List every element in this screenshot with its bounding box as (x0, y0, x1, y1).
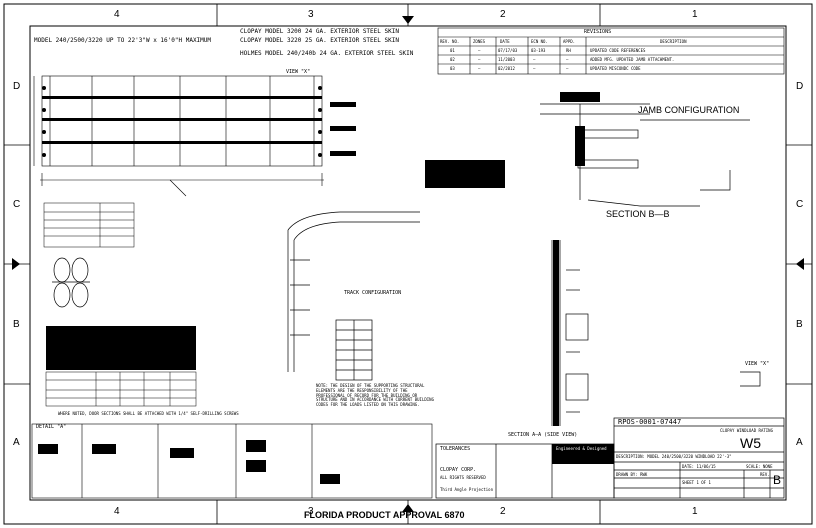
zone-top-1: 1 (692, 9, 698, 20)
drawing-scale: SCALE: NONE (746, 464, 773, 469)
model-holmes-skin: HOLMES MODEL 240/240b 24 GA. EXTERIOR ST… (240, 50, 414, 57)
zone-right-a: A (796, 437, 803, 448)
tolerances-label: TOLERANCES (440, 446, 471, 452)
rev-col-description: DESCRIPTION (660, 39, 687, 44)
company-name: CLOPAY CORP. (440, 467, 477, 473)
view-x-callout: VIEW "X" (286, 69, 311, 75)
rev-row-1-ecn: 03-193 (531, 48, 546, 53)
zone-bottom-3: 3 (308, 506, 314, 517)
rev-row-2-desc: ADDED MFG. UPDATED JAMB ATTACHMENT. (590, 57, 675, 62)
rev-col-appd: APPD. (563, 39, 576, 44)
track-config-label: TRACK CONFIGURATION (344, 290, 402, 296)
engineer-stamp: Engineered & Designed (556, 446, 607, 451)
rev-row-3-appd: — (566, 66, 569, 71)
rights-statement: ALL RIGHTS RESERVED (440, 475, 486, 480)
detail-a-label: DETAIL "A" (36, 424, 67, 430)
view-x-detail-label: VIEW "X" (745, 361, 770, 367)
rev-col-date: DATE (500, 39, 510, 44)
section-bb-label: SECTION B—B (606, 209, 670, 219)
zone-left-b: B (13, 319, 20, 330)
sheet-number: SHEET 1 OF 1 (682, 480, 711, 485)
rev-row-3-zones: — (478, 66, 481, 71)
rev-row-1-appd: RH (566, 48, 571, 53)
rev-col-zones: ZONES (473, 39, 486, 44)
sheet-code: W5 (740, 435, 761, 451)
zone-bottom-2: 2 (500, 506, 506, 517)
model-range-heading: MODEL 240/2500/3220 UP TO 22'3"W x 16'0"… (34, 37, 212, 44)
rev-row-2-no: 02 (450, 57, 455, 62)
rev-row-1-desc: UPDATED CODE REFERENCES (590, 48, 646, 53)
model-3220-skin: CLOPAY MODEL 3220 25 GA. EXTERIOR STEEL … (240, 37, 399, 44)
drawing-date: DATE: 11/06/15 (682, 464, 716, 469)
zone-right-c: C (796, 199, 804, 210)
jamb-config-label: JAMB CONFIGURATION (638, 105, 740, 115)
rev-row-3-no: 03 (450, 66, 455, 71)
zone-bottom-1: 1 (692, 506, 698, 517)
third-angle-label: Third Angle Projection (440, 487, 493, 492)
rev-row-2-ecn: — (533, 57, 536, 62)
rev-col-ecn: ECN NO. (531, 39, 548, 44)
rev-row-3-date: 02/2012 (498, 66, 515, 71)
rev-label: REV. (760, 472, 770, 477)
zone-right-b: B (796, 319, 803, 330)
zone-top-3: 3 (308, 9, 314, 20)
rev-row-1-date: 07/17/03 (498, 48, 518, 53)
zone-left-d: D (13, 81, 21, 92)
zone-left-c: C (13, 199, 21, 210)
drawing-number: RPOS-0001-07447 (618, 418, 682, 426)
sheet-title: CLOPAY WINDLOAD RATING (720, 428, 773, 433)
rev-row-2-zones: — (478, 57, 481, 62)
drawing-description: DESCRIPTION: MODEL 240/2500/3220 WINDLOA… (616, 454, 732, 459)
rev-row-1-zones: — (478, 48, 481, 53)
rev-value: B (773, 473, 782, 487)
zone-top-4: 4 (114, 9, 120, 20)
rev-row-1-no: 01 (450, 48, 455, 53)
drawn-by: DRAWN BY: RWK (616, 472, 648, 477)
rev-row-3-desc: UPDATED MISCONDC CODE (590, 66, 641, 71)
florida-approval: FLORIDA PRODUCT APPROVAL 6870 (304, 510, 465, 520)
rev-row-2-date: 11/2003 (498, 57, 515, 62)
revisions-title: REVISIONS (584, 29, 612, 35)
rev-row-3-ecn: — (533, 66, 536, 71)
zone-left-a: A (13, 437, 20, 448)
section-aa-label: SECTION A—A (SIDE VIEW) (508, 432, 578, 438)
model-3200-skin: CLOPAY MODEL 3200 24 GA. EXTERIOR STEEL … (240, 28, 399, 35)
rev-row-2-appd: — (566, 57, 569, 62)
glazing-note: WHERE NOTED, DOOR SECTIONS SHALL BE ATTA… (58, 411, 239, 416)
zone-bottom-4: 4 (114, 506, 120, 517)
structural-note: NOTE: THE DESIGN OF THE SUPPORTING STRUC… (316, 383, 435, 408)
zone-top-2: 2 (500, 9, 506, 20)
rev-col-rev-no: REV. NO. (440, 39, 460, 44)
zone-right-d: D (796, 81, 804, 92)
